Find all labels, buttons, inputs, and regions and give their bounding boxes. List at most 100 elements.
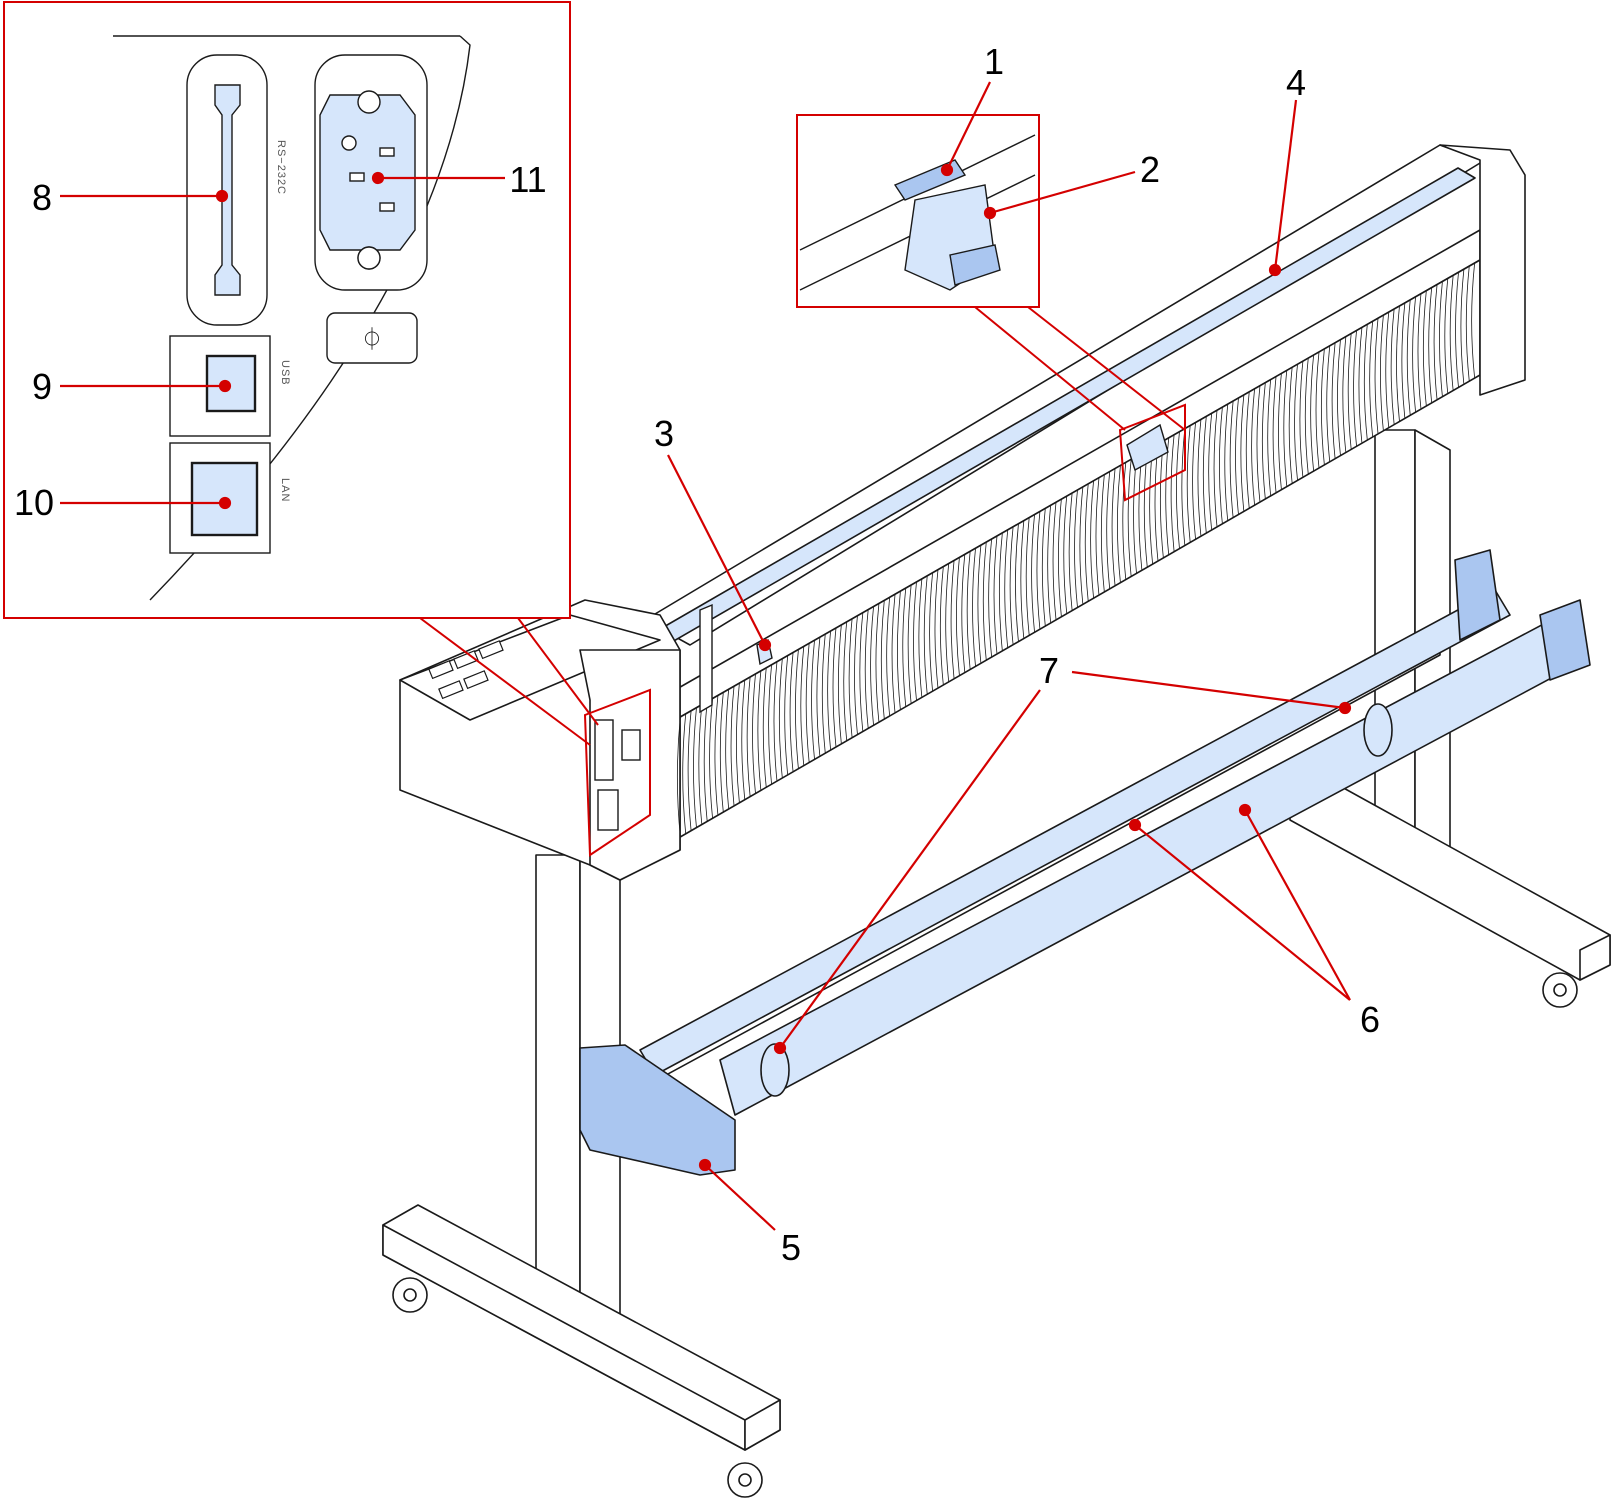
callout-10: 10 bbox=[14, 482, 54, 523]
platen-rib bbox=[1363, 324, 1368, 441]
platen-rib bbox=[1074, 489, 1078, 608]
callout-1: 1 bbox=[984, 41, 1004, 82]
platen-rib bbox=[1369, 321, 1374, 438]
platen-rib bbox=[1310, 355, 1315, 472]
platen-rib bbox=[1117, 465, 1121, 583]
platen-rib bbox=[1224, 404, 1229, 521]
platen-rib bbox=[1406, 299, 1411, 416]
platen-rib bbox=[1390, 309, 1395, 425]
platen-rib bbox=[972, 548, 976, 667]
platen-rib bbox=[746, 677, 751, 797]
leader-dot-7 bbox=[773, 1041, 787, 1055]
platen-rib bbox=[827, 631, 832, 751]
platen-rib bbox=[1267, 379, 1272, 496]
platen-rib bbox=[832, 627, 837, 748]
leader-line-2 bbox=[989, 170, 1136, 215]
platen-rib bbox=[1261, 382, 1266, 500]
platen-rib bbox=[676, 716, 681, 837]
platen-rib bbox=[752, 673, 756, 794]
platen-rib bbox=[880, 600, 885, 720]
platen-rib bbox=[875, 603, 880, 723]
leader-dot-6 bbox=[1128, 818, 1142, 832]
platen-rib bbox=[1052, 502, 1057, 620]
platen-rib bbox=[800, 646, 805, 766]
platen-rib bbox=[1385, 312, 1390, 428]
leader-dot-8 bbox=[215, 189, 229, 203]
platen-rib bbox=[1439, 281, 1443, 397]
leader-dot-3 bbox=[758, 638, 772, 652]
platen-rib bbox=[1326, 345, 1331, 462]
platen-rib bbox=[945, 563, 950, 682]
platen-rib bbox=[988, 539, 993, 658]
platen-rib bbox=[1320, 348, 1325, 465]
platen-rib bbox=[821, 634, 826, 754]
platen-rib bbox=[950, 560, 955, 679]
platen-rib bbox=[789, 652, 794, 772]
platen-rib bbox=[1272, 376, 1277, 493]
platen-rib bbox=[1100, 474, 1105, 593]
roll-holder bbox=[579, 549, 1591, 1176]
leader-line-6 bbox=[1244, 809, 1351, 1001]
platen-rib bbox=[1229, 401, 1234, 518]
platen-rib bbox=[1278, 373, 1282, 490]
platen-rib bbox=[1449, 275, 1454, 391]
power-switch-icon: ⏀ bbox=[361, 327, 383, 352]
platen-rib bbox=[1396, 305, 1400, 422]
callout-8: 8 bbox=[32, 177, 52, 218]
platen-rib bbox=[1090, 480, 1094, 599]
platen-rib bbox=[1401, 302, 1406, 419]
platen-rib bbox=[1079, 486, 1084, 605]
platen-rib bbox=[693, 707, 697, 828]
platen-rib bbox=[1433, 284, 1438, 400]
platen-rib bbox=[961, 554, 966, 673]
platen-rib bbox=[795, 649, 799, 769]
platen-rib bbox=[1004, 529, 1009, 648]
leader-line-3 bbox=[667, 454, 766, 646]
leader-dot-6 bbox=[1238, 803, 1252, 817]
callout-2: 2 bbox=[1140, 149, 1160, 190]
platen-rib bbox=[1283, 370, 1288, 487]
platen-rib bbox=[687, 710, 692, 831]
platen-rib bbox=[977, 545, 982, 664]
platen-rib bbox=[1095, 477, 1100, 596]
platen-rib bbox=[1235, 397, 1239, 515]
leader-dot-1 bbox=[940, 163, 954, 177]
platen-rib bbox=[1068, 493, 1073, 611]
platen-rib bbox=[1304, 358, 1309, 475]
platen-rib bbox=[709, 698, 713, 819]
callout-3: 3 bbox=[654, 413, 674, 454]
platen-rib bbox=[1251, 388, 1255, 506]
platen-rib bbox=[811, 640, 815, 760]
platen-rib bbox=[719, 692, 724, 813]
callout-leaders bbox=[60, 81, 1352, 1231]
platen-rib bbox=[966, 551, 971, 670]
platen-rib bbox=[703, 701, 708, 822]
platen-rib bbox=[1009, 526, 1014, 645]
platen-rib bbox=[939, 566, 944, 686]
platen-rib bbox=[1294, 364, 1298, 481]
platen-rib bbox=[1288, 367, 1293, 484]
callout-labels: 1 2 3 4 5 6 7 8 9 10 11 bbox=[14, 41, 1380, 1268]
platen-rib bbox=[907, 585, 912, 704]
platen-rib bbox=[1380, 315, 1384, 431]
callout-5: 5 bbox=[781, 1227, 801, 1268]
platen-rib bbox=[1111, 468, 1116, 586]
leader-dot-7 bbox=[1338, 701, 1352, 715]
platen-rib bbox=[1342, 336, 1347, 453]
port-panel-inset: RS−232C USB LAN ⏀ bbox=[3, 1, 571, 619]
platen-rib bbox=[1186, 425, 1191, 543]
platen-rib bbox=[1047, 505, 1052, 624]
platen-rib bbox=[1197, 419, 1202, 537]
platen-rib bbox=[848, 618, 853, 738]
platen-rib bbox=[698, 704, 703, 825]
platen-rib bbox=[1374, 318, 1379, 434]
tool-carriage bbox=[1126, 423, 1169, 472]
platen-rib bbox=[1422, 290, 1427, 407]
platen-rib bbox=[1122, 462, 1127, 580]
platen-rib bbox=[1315, 351, 1320, 469]
platen-rib bbox=[1299, 361, 1304, 478]
port-label-serial: RS−232C bbox=[275, 140, 287, 195]
platen-rib bbox=[1015, 523, 1019, 642]
leader-dot-5 bbox=[698, 1158, 712, 1172]
